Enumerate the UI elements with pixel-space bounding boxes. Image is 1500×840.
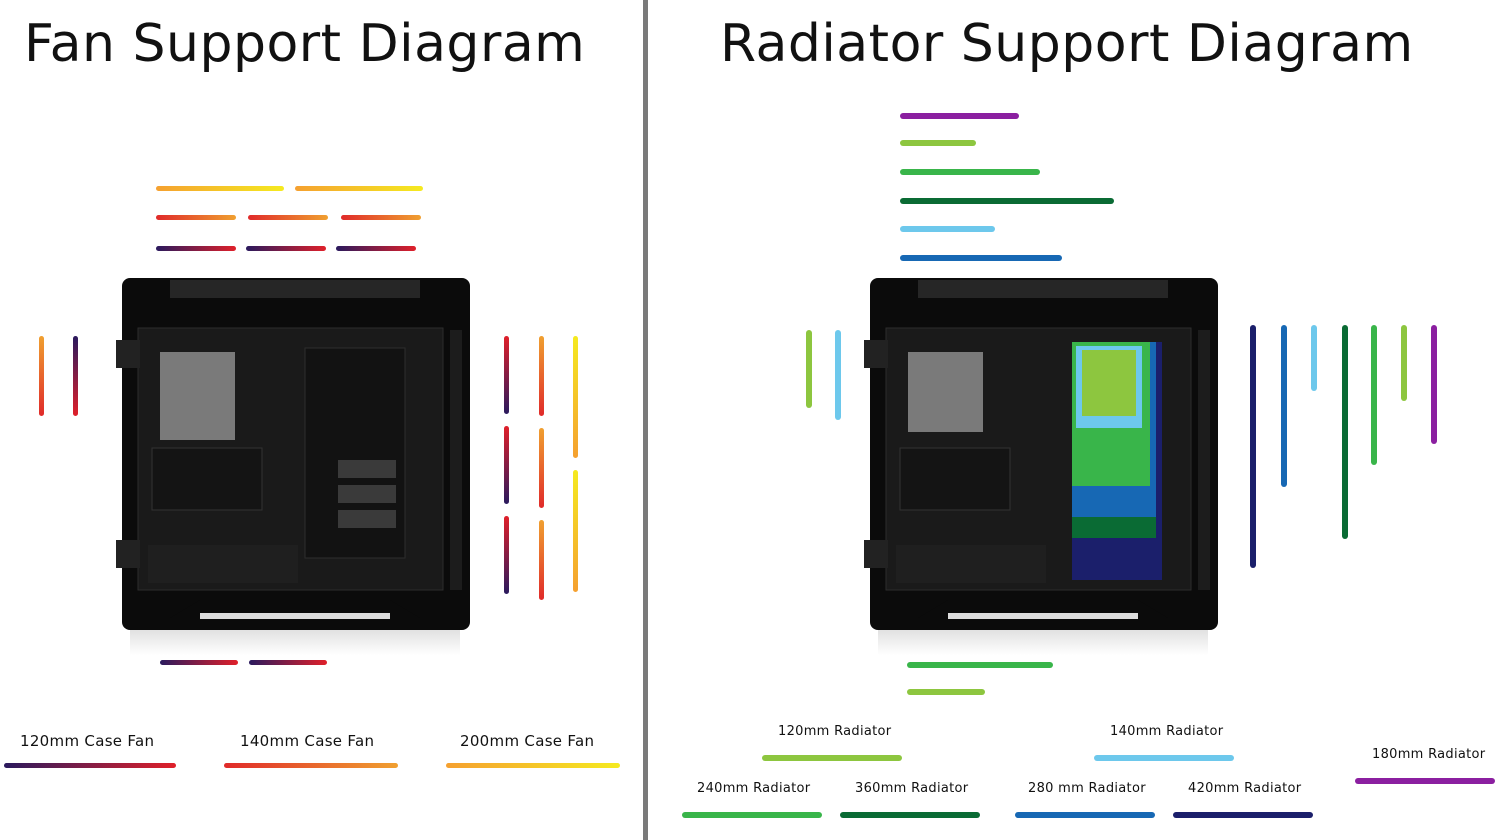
radiator-bar-140mm-top: [900, 226, 995, 232]
legend-bar-180mm-radiator: [1355, 778, 1495, 784]
legend-label-280mm-radiator: 280 mm Radiator: [1028, 781, 1146, 796]
fan-bar-140mm-front: [539, 520, 544, 600]
radiator-bar-140mm-front: [1311, 325, 1317, 391]
fan-bar-120mm-rear: [73, 336, 78, 416]
radiator-bar-120mm-bottom: [907, 689, 985, 695]
fan-diagram-title: Fan Support Diagram: [24, 14, 586, 74]
radiator-bar-280mm-front: [1281, 325, 1287, 487]
legend-label-420mm-radiator: 420mm Radiator: [1188, 781, 1302, 796]
legend-bar-360mm-radiator: [840, 812, 980, 818]
legend-label-360mm-radiator: 360mm Radiator: [855, 781, 969, 796]
legend-bar-240mm-radiator: [682, 812, 822, 818]
fan-bar-120mm-front: [504, 516, 509, 594]
case-illustration-right: [864, 278, 1218, 655]
fan-bar-120mm-bottom: [160, 660, 238, 665]
radiator-bar-120mm-top: [900, 140, 976, 146]
fan-bar-120mm-top: [156, 246, 236, 251]
radiator-bar-420mm-front: [1250, 325, 1256, 568]
fan-bar-200mm-top: [295, 186, 423, 191]
radiator-bar-140mm-rear: [835, 330, 841, 420]
fan-bar-200mm-front: [573, 336, 578, 458]
fan-bar-200mm-front: [573, 470, 578, 592]
fan-bar-120mm-top: [246, 246, 326, 251]
panel-divider: [643, 0, 648, 840]
legend-bar-140mm-fan: [224, 763, 398, 768]
radiator-bar-180mm-front: [1431, 325, 1437, 444]
radiator-bar-360mm-front: [1342, 325, 1348, 539]
radiator-bar-280mm-top: [900, 255, 1062, 261]
legend-bar-280mm-radiator: [1015, 812, 1155, 818]
radiator-bar-120mm-front: [1401, 325, 1407, 401]
radiator-bar-240mm-bottom: [907, 662, 1053, 668]
radiator-bar-240mm-front: [1371, 325, 1377, 465]
fan-bar-140mm-top: [248, 215, 328, 220]
fan-bar-140mm-top: [341, 215, 421, 220]
legend-bar-120mm-radiator: [762, 755, 902, 761]
legend-label-140mm-radiator: 140mm Radiator: [1110, 724, 1224, 739]
fan-bar-140mm-front: [539, 428, 544, 508]
legend-label-140mm-fan: 140mm Case Fan: [240, 732, 375, 750]
fan-bar-120mm-front: [504, 336, 509, 414]
legend-bar-140mm-radiator: [1094, 755, 1234, 761]
legend-label-120mm-fan: 120mm Case Fan: [20, 732, 155, 750]
case-illustration-left: [116, 278, 470, 655]
legend-bar-200mm-fan: [446, 763, 620, 768]
fan-bar-120mm-front: [504, 426, 509, 504]
legend-label-120mm-radiator: 120mm Radiator: [778, 724, 892, 739]
legend-label-180mm-radiator: 180mm Radiator: [1372, 747, 1486, 762]
fan-bar-140mm-rear: [39, 336, 44, 416]
legend-bar-120mm-fan: [4, 763, 176, 768]
fan-bar-200mm-top: [156, 186, 284, 191]
fan-bar-120mm-top: [336, 246, 416, 251]
legend-bar-420mm-radiator: [1173, 812, 1313, 818]
fan-bar-140mm-front: [539, 336, 544, 416]
legend-label-240mm-radiator: 240mm Radiator: [697, 781, 811, 796]
fan-bar-120mm-bottom: [249, 660, 327, 665]
radiator-diagram-title: Radiator Support Diagram: [720, 14, 1414, 74]
legend-label-200mm-fan: 200mm Case Fan: [460, 732, 595, 750]
fan-bar-140mm-top: [156, 215, 236, 220]
radiator-bar-120mm-rear: [806, 330, 812, 408]
radiator-bar-360mm-top: [900, 198, 1114, 204]
radiator-bar-180mm-top: [900, 113, 1019, 119]
radiator-bar-240mm-top: [900, 169, 1040, 175]
